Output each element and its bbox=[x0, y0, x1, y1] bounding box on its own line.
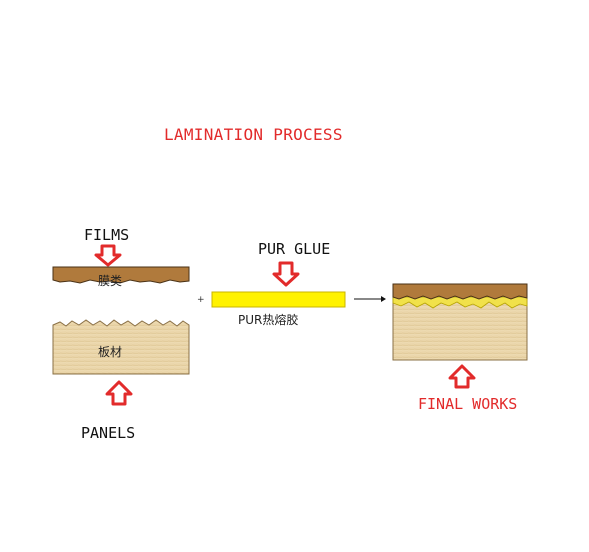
panels-cn-label: 板材 bbox=[98, 345, 123, 359]
process-arrow-right-icon bbox=[354, 296, 386, 302]
panels-label: PANELS bbox=[81, 424, 136, 442]
pur-cn-label: PUR热熔胶 bbox=[238, 313, 299, 327]
film-strip bbox=[52, 266, 190, 284]
final-works-label: FINAL WORKS bbox=[418, 395, 518, 413]
panels-arrow-up-icon bbox=[105, 380, 133, 406]
pur-glue-label: PUR GLUE bbox=[258, 240, 331, 258]
films-cn-label: 膜类 bbox=[98, 274, 123, 288]
films-label: FILMS bbox=[84, 226, 130, 244]
pur-glue-arrow-down-icon bbox=[272, 261, 300, 287]
diagram-title: LAMINATION PROCESS bbox=[164, 125, 343, 144]
final-works-arrow-up-icon bbox=[448, 364, 476, 389]
plus-sign: + bbox=[197, 295, 205, 305]
final-works-block bbox=[392, 283, 528, 361]
pur-glue-bar bbox=[211, 291, 346, 308]
panel-block bbox=[52, 319, 190, 375]
films-arrow-down-icon bbox=[94, 244, 122, 267]
